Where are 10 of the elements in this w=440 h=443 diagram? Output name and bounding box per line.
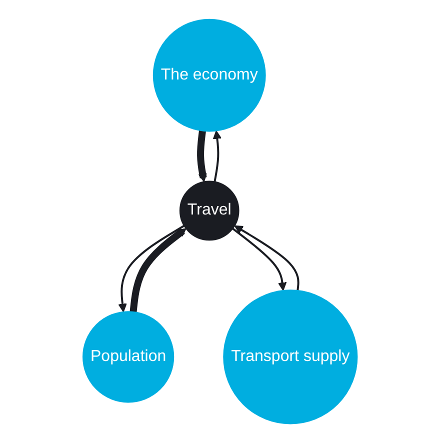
arrow — [234, 225, 300, 291]
node-circle: Transport supply — [223, 290, 358, 424]
arrow — [130, 228, 186, 312]
node-circle: The economy — [152, 18, 266, 132]
arrow — [212, 130, 222, 182]
node-circle: Population — [82, 311, 174, 403]
arrow — [118, 224, 184, 312]
arrow — [232, 228, 287, 291]
arrow — [196, 130, 207, 182]
node-circle: Travel — [179, 180, 240, 241]
